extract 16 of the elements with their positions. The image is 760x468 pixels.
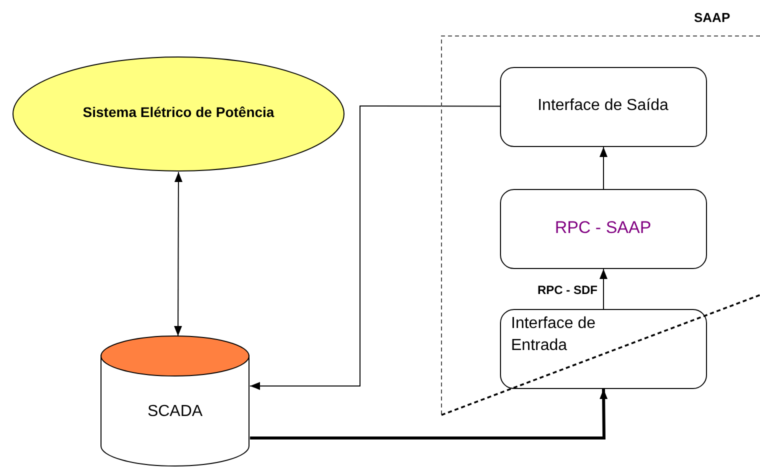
database-cylinder (100, 335, 250, 467)
edge-label: RPC - SDF (536, 283, 598, 297)
region-title: SAAP (694, 10, 730, 25)
node-label: Sistema Elétrico de Potência (82, 104, 276, 120)
arrow (250, 106, 500, 390)
arrow (174, 172, 182, 336)
arrow (600, 146, 608, 190)
node-label: SCADA (146, 403, 204, 421)
node-label: Interface de Entrada (511, 314, 596, 356)
node-label: Interface de Saída (536, 96, 670, 116)
arrow (600, 268, 608, 310)
process-box (500, 67, 707, 147)
node-label: RPC - SAAP (554, 217, 652, 239)
arrow (250, 388, 608, 440)
process-box (500, 189, 707, 269)
ellipse-node (12, 56, 345, 172)
